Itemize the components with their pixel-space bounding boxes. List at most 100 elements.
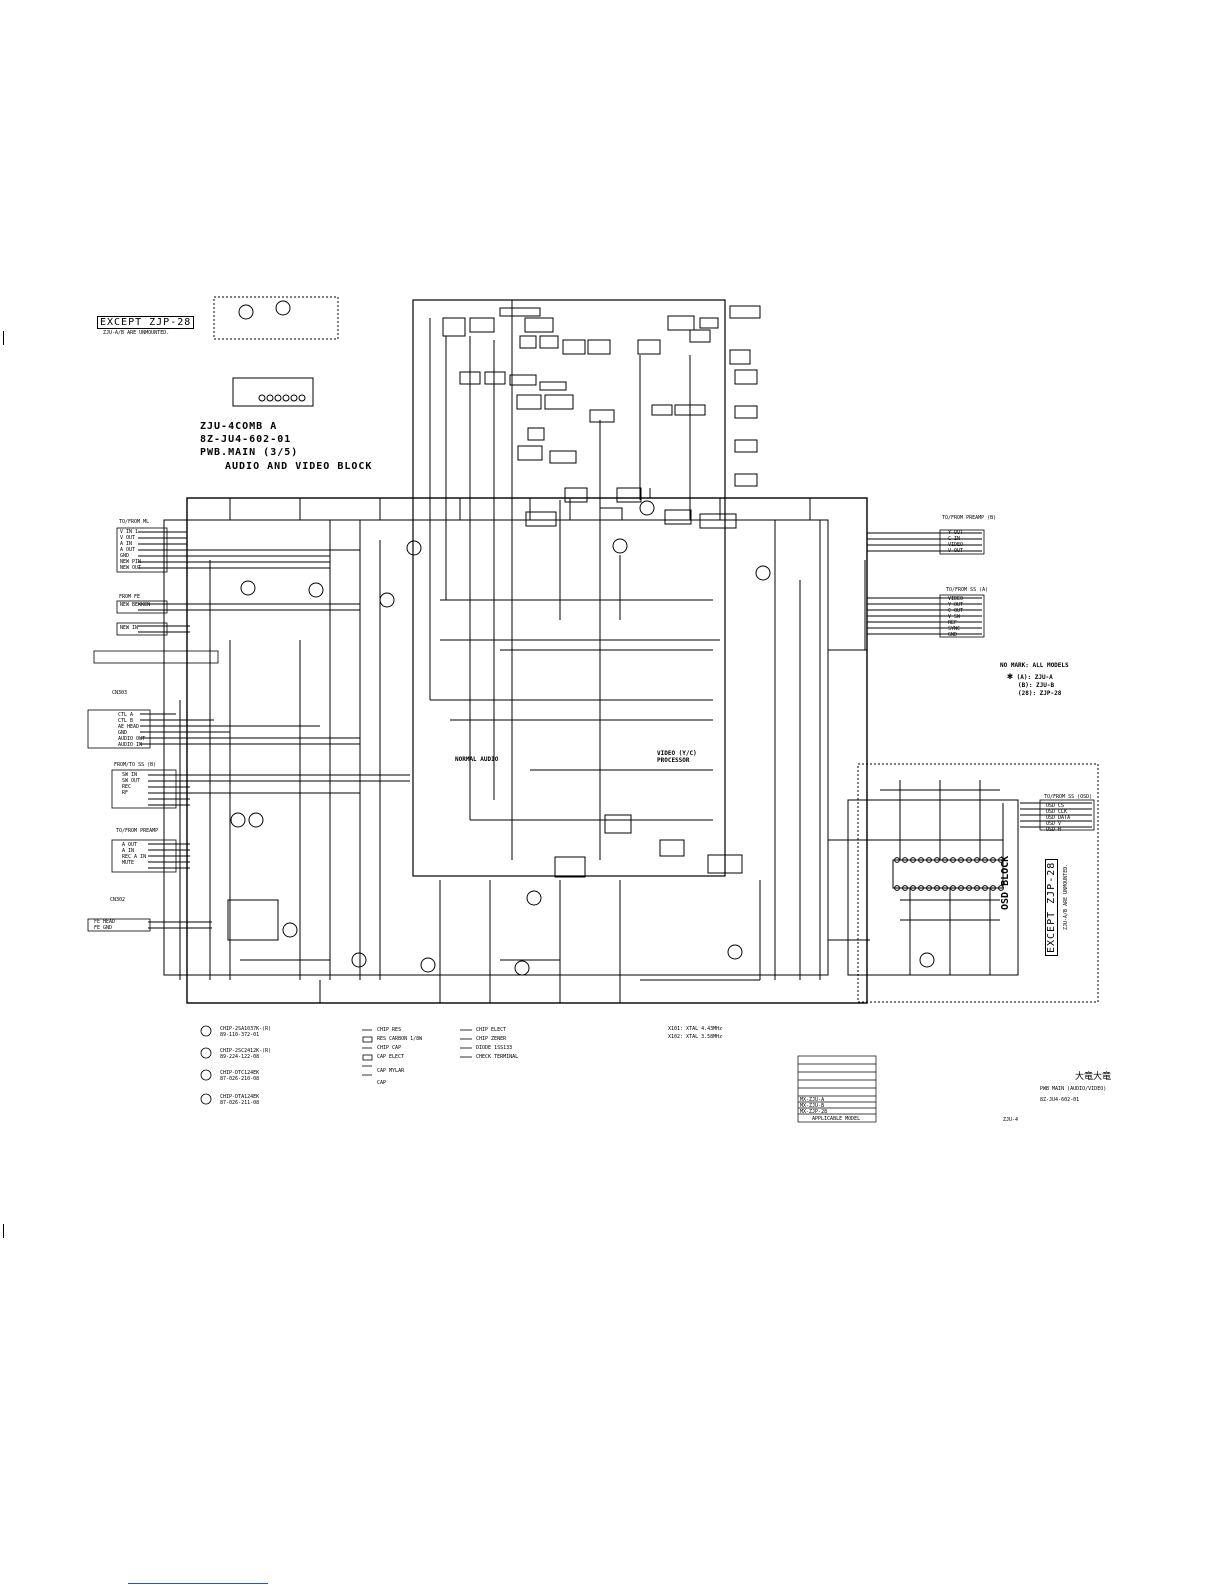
- main-ic-body: [410, 305, 726, 877]
- legend-chip-cap: CHIP CAP: [377, 1045, 402, 1051]
- osd-block-outline: [857, 763, 1099, 1003]
- osd-block-label: OSD BLOCK: [1000, 855, 1011, 910]
- mark-28: (28): ZJP-28: [1018, 690, 1062, 697]
- legend-chip-res: CHIP RES: [377, 1027, 402, 1033]
- pin: Y OUT: [948, 530, 964, 536]
- pin: AUDIO OUT: [118, 736, 146, 742]
- pin: OSD V: [1046, 821, 1062, 827]
- pin: REC A IN: [122, 854, 147, 860]
- legend-xtal-1: X101: XTAL 4.43MHz: [668, 1026, 723, 1032]
- legend-transistor-4-code: 87-026-211-08: [220, 1100, 260, 1106]
- pin: NEW BEKKEN: [120, 602, 151, 608]
- bottom-link-underline: [128, 1583, 268, 1584]
- model-row-1: MX-ZJU-A: [800, 1097, 825, 1103]
- except-block-left: [213, 296, 339, 340]
- mark-a: ✱ (A): ZJU-A: [1007, 671, 1053, 682]
- pin: C IN: [948, 536, 961, 542]
- model-row-3: MX-ZJP-28: [800, 1109, 828, 1115]
- legend-transistor-4: CHIP-DTA124EK: [220, 1094, 260, 1100]
- legend-res-carbon: RES CARBON 1/8W: [377, 1036, 423, 1042]
- brand-logo: 大竜大竜: [1075, 1072, 1112, 1082]
- pin: V OUT: [120, 535, 136, 541]
- pin: A IN: [122, 848, 135, 854]
- pin: V IN 1: [120, 529, 139, 535]
- connector-label-fe: FROM FE: [119, 594, 141, 600]
- pin: V OUT: [948, 548, 964, 554]
- schematic-title-line1: ZJU-4COMB A: [200, 421, 278, 432]
- pin: AE HEAD: [118, 724, 140, 730]
- legend-chip-zener: CHIP ZENER: [476, 1036, 507, 1042]
- pin: REC: [122, 784, 132, 790]
- pin: A IN: [120, 541, 133, 547]
- main-ic: [410, 305, 726, 875]
- pin: SW IN: [122, 772, 138, 778]
- pin: SYNC: [948, 626, 961, 632]
- legend-cap-mylar: CAP MYLAR: [377, 1068, 405, 1074]
- pin: A OUT: [120, 547, 136, 553]
- pin: GND: [948, 632, 958, 638]
- connector-label-osd: TO/FROM SS (OSD): [1044, 794, 1093, 800]
- legend-transistor-1: CHIP-2SA1037K-(R): [220, 1026, 272, 1032]
- connector-label-ml: TO/FROM ML: [119, 519, 150, 525]
- connector-label-ss-b: FROM/TO SS (B): [114, 762, 157, 768]
- model-row-2: MX-ZJU-B: [800, 1103, 825, 1109]
- legend-diode: DIODE 1SS133: [476, 1045, 513, 1051]
- pin: SW OUT: [122, 778, 141, 784]
- pin: V SW: [948, 614, 961, 620]
- connector-label-cn302: CN302: [110, 897, 126, 903]
- margin-mark-top: [3, 331, 4, 345]
- legend-chip-elect: CHIP ELECT: [476, 1027, 507, 1033]
- pin: CTL B: [118, 718, 134, 724]
- pin: FE GND: [94, 925, 113, 931]
- legend-cap: CAP: [377, 1080, 387, 1086]
- except-label-right: EXCEPT ZJP-28: [1045, 858, 1058, 956]
- schematic-title-line4: AUDIO AND VIDEO BLOCK: [225, 461, 373, 472]
- legend-xtal-2: X102: XTAL 3.58MHz: [668, 1034, 723, 1040]
- pin: OSD DATA: [1046, 815, 1071, 821]
- pin: OSD CLK: [1046, 809, 1068, 815]
- video-processor-label: VIDEO (Y/C) PROCESSOR: [657, 750, 697, 764]
- legend-transistor-2: CHIP-2SC2412K-(R): [220, 1048, 272, 1054]
- pin: MUTE: [122, 860, 135, 866]
- legend-transistor-2-code: 89-224-122-08: [220, 1054, 260, 1060]
- pin: C OUT: [948, 608, 964, 614]
- drawing-description: PWB MAIN (AUDIO/VIDEO): [1040, 1086, 1107, 1092]
- pin: NEW OUT: [120, 565, 142, 571]
- except-note-right: ZJU-A/B ARE UNMOUNTED.: [1063, 863, 1069, 930]
- legend-transistor-3-code: 87-026-210-08: [220, 1076, 260, 1082]
- inner-frame: [163, 519, 829, 976]
- pin: REF: [948, 620, 958, 626]
- pin: CTL A: [118, 712, 134, 718]
- margin-mark-bottom: [3, 1224, 4, 1238]
- normal-audio-label: NORMAL AUDIO: [455, 756, 499, 763]
- pin: VIDEO: [948, 542, 964, 548]
- pin: FE HEAD: [94, 919, 116, 925]
- pin: GND: [118, 730, 128, 736]
- connector-label-cn303: CN303: [112, 690, 128, 696]
- except-label-left: EXCEPT ZJP-28: [97, 316, 195, 329]
- except-note-left: ZJU-A/B ARE UNMOUNTED.: [103, 330, 170, 336]
- pin: AUDIO IN: [118, 742, 143, 748]
- drawing-code: 8Z-JU4-602-01: [1040, 1097, 1080, 1103]
- connector-label-preamp-b: TO/FROM PREAMP (B): [942, 515, 997, 521]
- pin: GND: [120, 553, 130, 559]
- schematic-title-line2: 8Z-JU4-602-01: [200, 434, 292, 445]
- legend-transistor-3: CHIP-DTC124EK: [220, 1070, 260, 1076]
- pin: RF: [122, 790, 129, 796]
- pin: OSD H: [1046, 827, 1062, 833]
- pin: VIDEO: [948, 596, 964, 602]
- connector-label-preamp: TO/FROM PREAMP: [116, 828, 159, 834]
- pin: NEW PIN: [120, 559, 142, 565]
- pin: OSD CS: [1046, 803, 1065, 809]
- pin: A OUT: [122, 842, 138, 848]
- legend-transistor-1-code: 89-110-372-01: [220, 1032, 260, 1038]
- legend-check-terminal: CHECK TERMINAL: [476, 1054, 519, 1060]
- schematic-title-line3: PWB.MAIN (3/5): [200, 447, 299, 458]
- pin: Y OUT: [948, 602, 964, 608]
- applicable-model-label: APPLICABLE MODEL: [812, 1116, 861, 1122]
- legend-cap-elect: CAP ELECT: [377, 1054, 405, 1060]
- connector-label-ss-a: TO/FROM SS (A): [946, 587, 989, 593]
- pin: NEW IN: [120, 625, 139, 631]
- osd-inner-frame: [847, 799, 1019, 976]
